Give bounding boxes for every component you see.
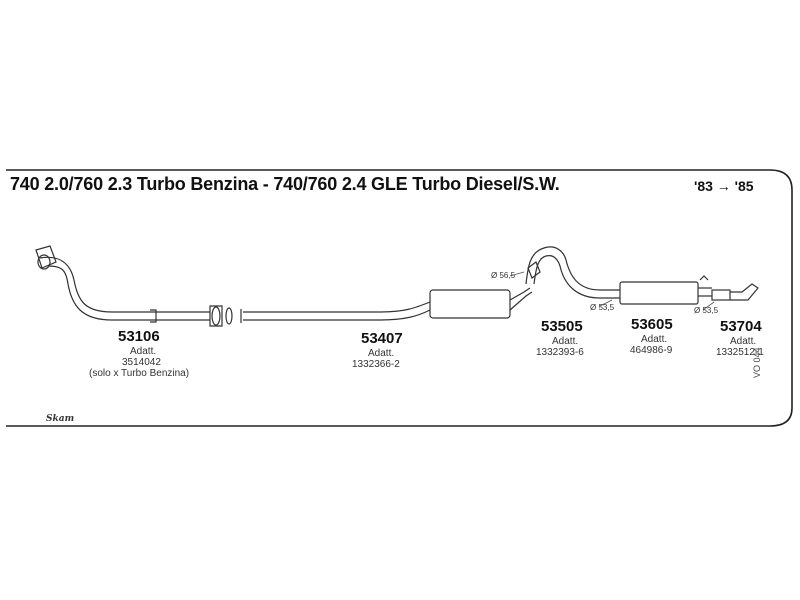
part-note-53106-1: Adatt. [130,346,157,357]
part-note-53407-1: Adatt. [368,348,395,359]
part-note-53505-2: 1332393-6 [536,347,584,358]
part-note-53605-2: 464986-9 [630,345,673,356]
intermediate-pipe-drawing [240,287,533,323]
dimension-label-1: Ø 56,5 [491,271,516,280]
dimension-leaders [509,271,715,311]
part-note-53605-1: Adatt. [641,334,668,345]
part-code-53605: 53605 [631,316,673,333]
tail-pipe-drawing [711,283,759,301]
part-note-53106-2: 3514042 [122,357,161,368]
part-code-53505: 53505 [541,318,583,335]
part-code-53704: 53704 [720,318,762,335]
brand-logo: Skam [46,414,75,424]
bend-pipe-drawing [525,246,620,299]
part-note-53505-1: Adatt. [552,336,579,347]
part-note-53106-3: (solo x Turbo Benzina) [89,368,190,379]
dimension-label-2: Ø 53,5 [590,303,615,312]
diagram-frame [6,169,793,427]
part-code-53407: 53407 [361,330,403,347]
part-note-53704-2: 1332512-1 [716,347,764,358]
rear-muffler-drawing [619,275,712,305]
part-code-53106: 53106 [118,328,160,345]
diagram-title: 740 2.0/760 2.3 Turbo Benzina - 740/760 … [10,174,560,194]
dimension-label-3: Ø 53,5 [694,306,719,315]
model-years: '83 → '85 [694,178,754,194]
diagram-reference-code: VO 044 [752,347,762,378]
part-note-53407-2: 1332366-2 [352,359,400,370]
part-note-53704-1: Adatt. [730,336,757,347]
front-pipe-drawing [35,245,233,327]
